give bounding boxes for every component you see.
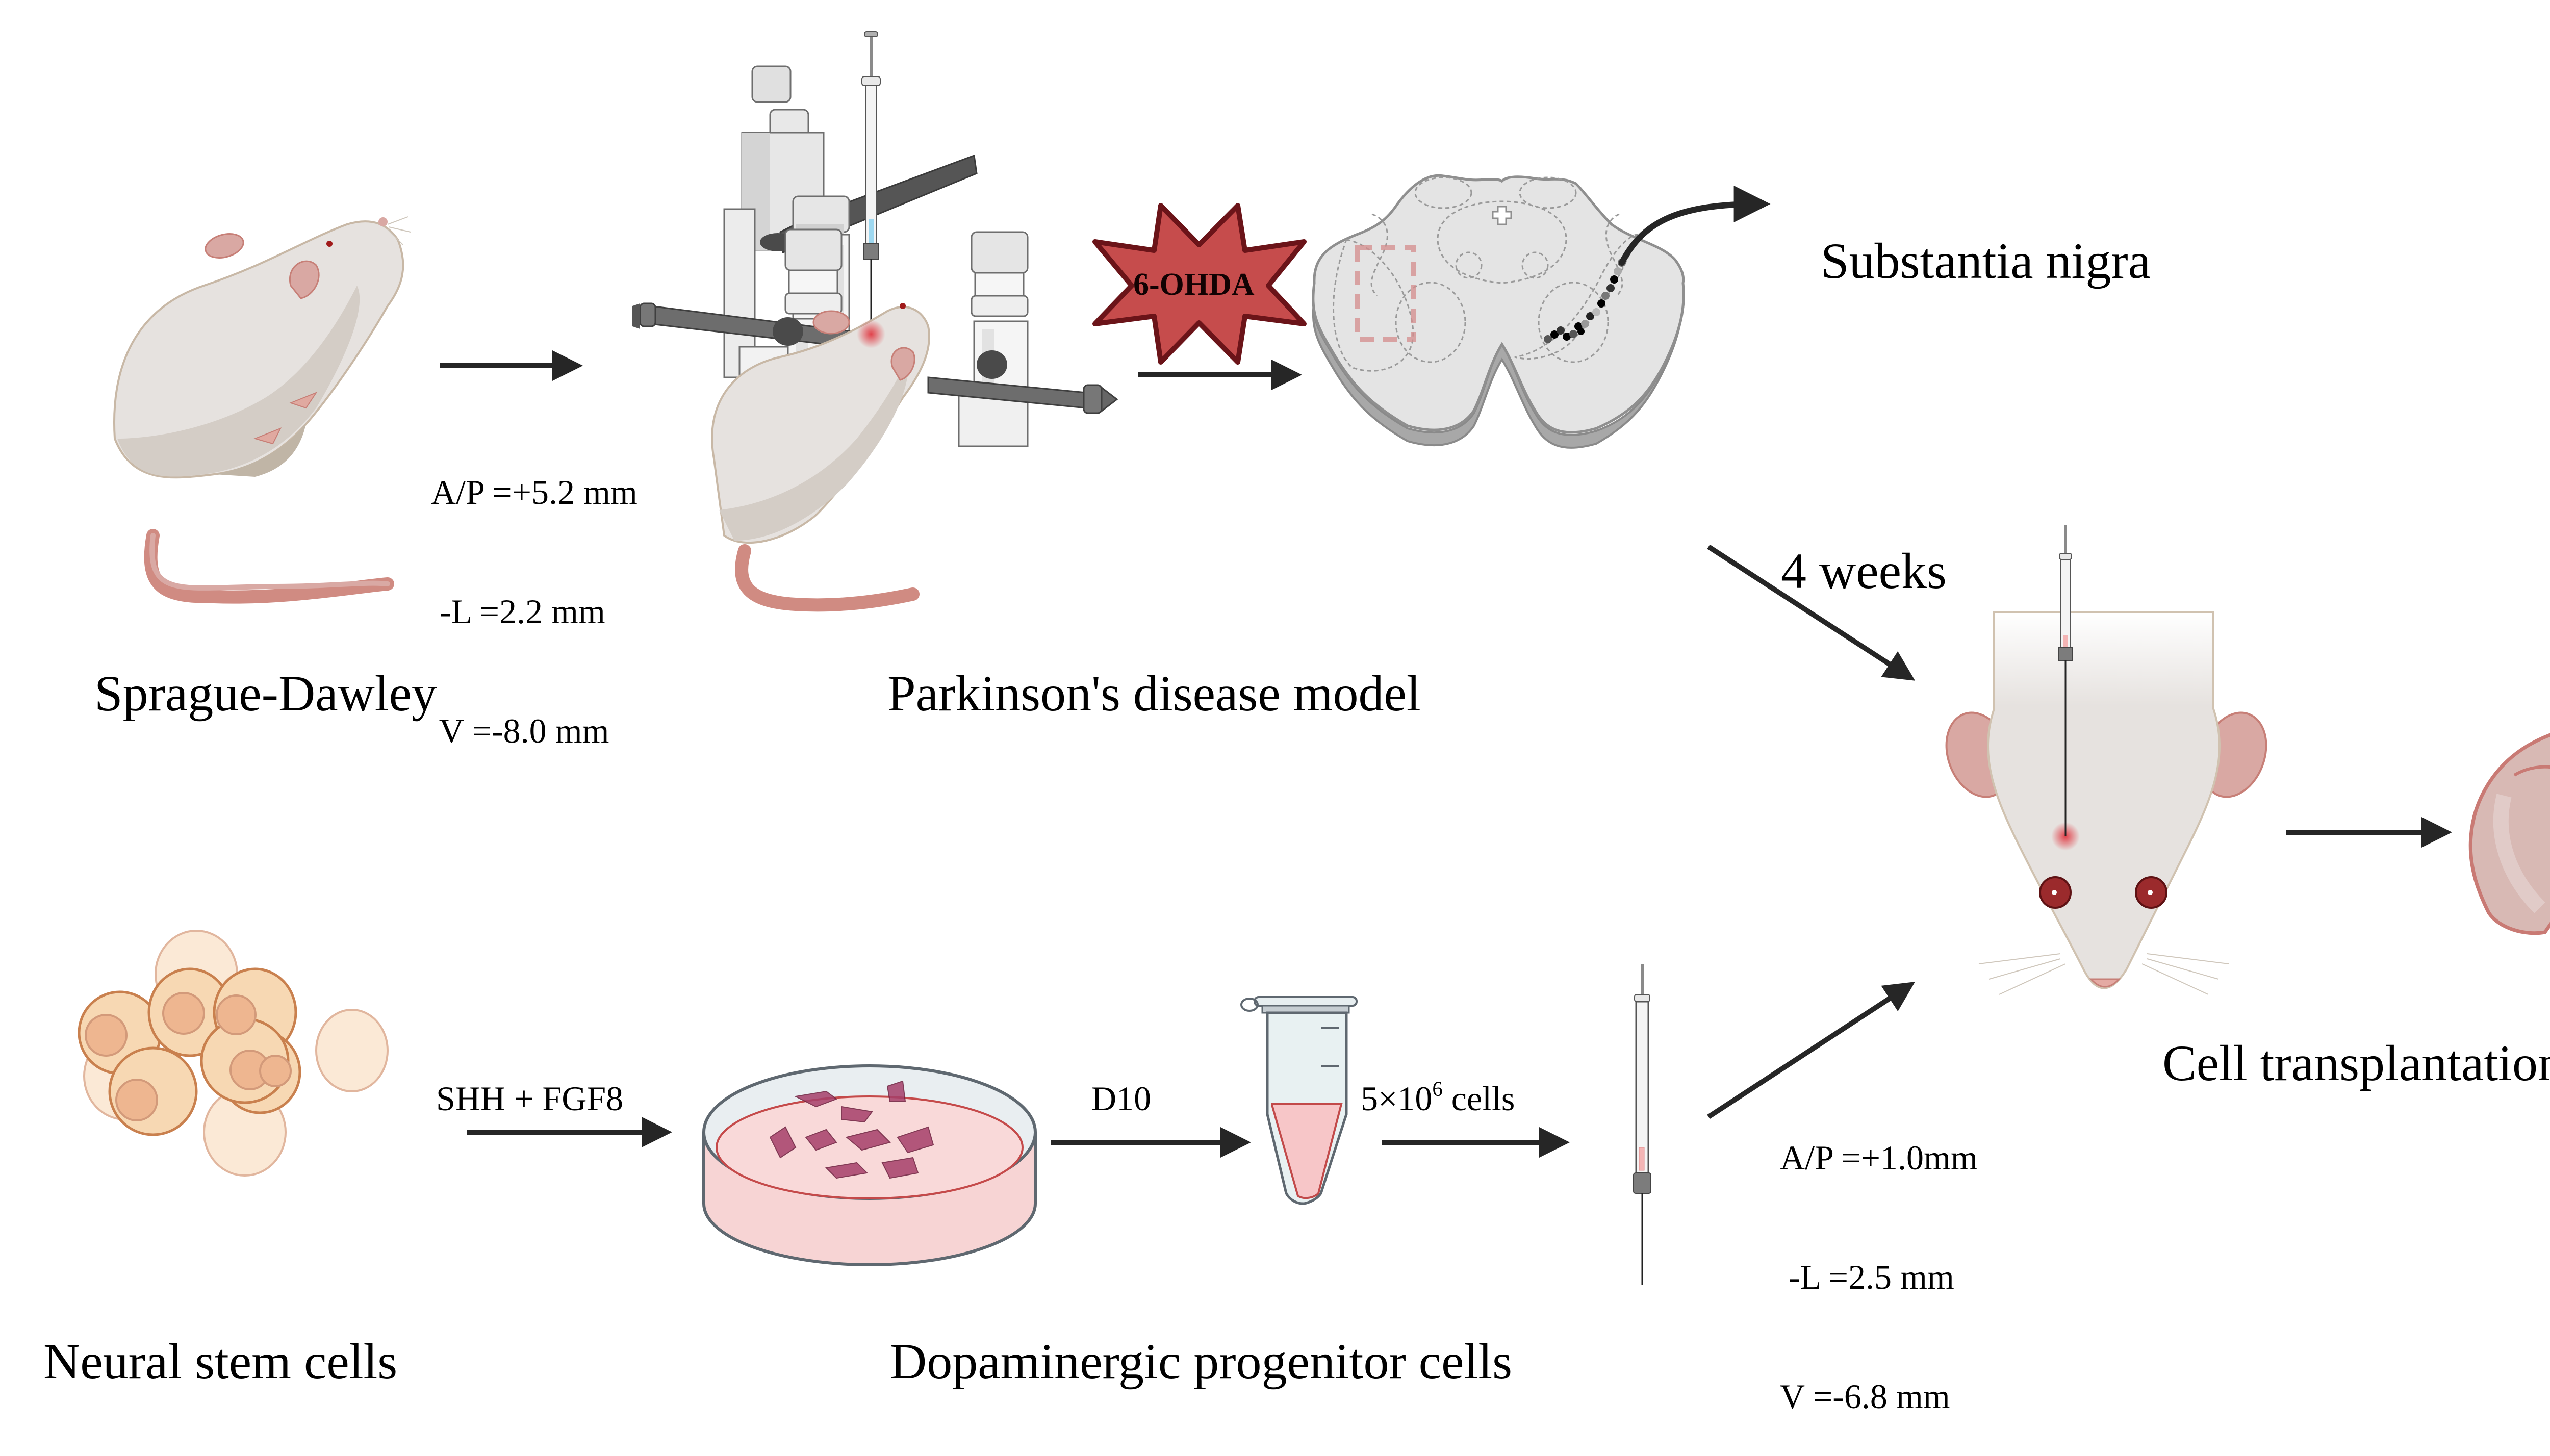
label-sprague-dawley: Sprague-Dawley [94, 665, 437, 722]
injection-site [857, 320, 885, 348]
syringe-plunger [870, 36, 873, 82]
arrow-to-transplant [1707, 982, 1916, 1119]
nose [2089, 978, 2121, 988]
label-neural-stem-cells: Neural stem cells [43, 1333, 398, 1390]
rat-tail [735, 544, 920, 612]
rat-body [711, 305, 930, 544]
label-substantia-nigra: Substantia nigra [1821, 233, 2151, 289]
coord-v: V =-6.8 mm [1780, 1377, 1950, 1416]
rat-ear [812, 310, 850, 335]
label-shh-fgf8: SHH + FGF8 [436, 1079, 624, 1118]
cell-count-base: 5×10 [1361, 1079, 1433, 1118]
cell-count-unit: cells [1442, 1079, 1515, 1118]
label-4-weeks: 4 weeks [1781, 543, 1947, 599]
coord-l: -L =2.5 mm [1780, 1258, 1954, 1296]
coord-l: -L =2.2 mm [431, 592, 605, 631]
petri-dish-illustration [702, 1064, 1037, 1266]
rat-tail [144, 529, 394, 604]
rat-eye [326, 241, 333, 247]
label-cell-transplantation: Cell transplantation [2162, 1035, 2550, 1091]
stereotaxic-frame-illustration [632, 31, 1118, 612]
midbrain-section-illustration [1312, 174, 1685, 449]
hamilton-syringe-illustration [1633, 964, 1651, 1285]
label-cell-count: 5×106 cells [1361, 1079, 1515, 1118]
rat-ear [205, 233, 244, 259]
toxin-burst-6ohda [1092, 203, 1307, 365]
arrow-4-weeks [1707, 544, 1916, 681]
head [1987, 611, 2221, 989]
label-d10: D10 [1091, 1079, 1152, 1118]
label-6-ohda: 6-OHDA [1133, 267, 1255, 302]
syringe-barrel [1635, 1001, 1649, 1176]
label-dopaminergic-progenitor-cells: Dopaminergic progenitor cells [890, 1333, 1513, 1390]
injection-coordinates-transplant: A/P =+1.0mm -L =2.5 mm V =-6.8 mm [1780, 1058, 1978, 1456]
dopaminergic-cells [769, 1080, 934, 1179]
label-parkinsons-model: Parkinson's disease model [887, 665, 1421, 722]
lesion-box [1355, 245, 1416, 342]
arrow-to-substantia-nigra [1619, 186, 1771, 266]
coord-ap: A/P =+1.0mm [1780, 1138, 1978, 1177]
injection-coordinates-lesion: A/P =+5.2 mm -L =2.2 mm V =-8.0 mm [431, 393, 638, 790]
rat-eye [900, 303, 906, 309]
neural-stem-cells-illustration [78, 930, 389, 1177]
coronal-brain-section-illustration [2468, 733, 2550, 935]
brain-slice-outline [1312, 174, 1685, 434]
cell-count-exponent: 6 [1432, 1077, 1443, 1101]
rat-head-illustration [1945, 525, 2267, 995]
rat-illustration [113, 216, 411, 604]
coord-v: V =-8.0 mm [431, 711, 609, 750]
microcentrifuge-tube-illustration [1240, 996, 1358, 1205]
substantia-nigra-dots [1544, 259, 1626, 343]
syringe-plunger [2064, 525, 2067, 556]
coord-ap: A/P =+5.2 mm [431, 473, 638, 512]
syringe-plunger [1641, 964, 1644, 997]
brain-outline [2468, 733, 2550, 935]
tube-liquid [1271, 1103, 1343, 1199]
